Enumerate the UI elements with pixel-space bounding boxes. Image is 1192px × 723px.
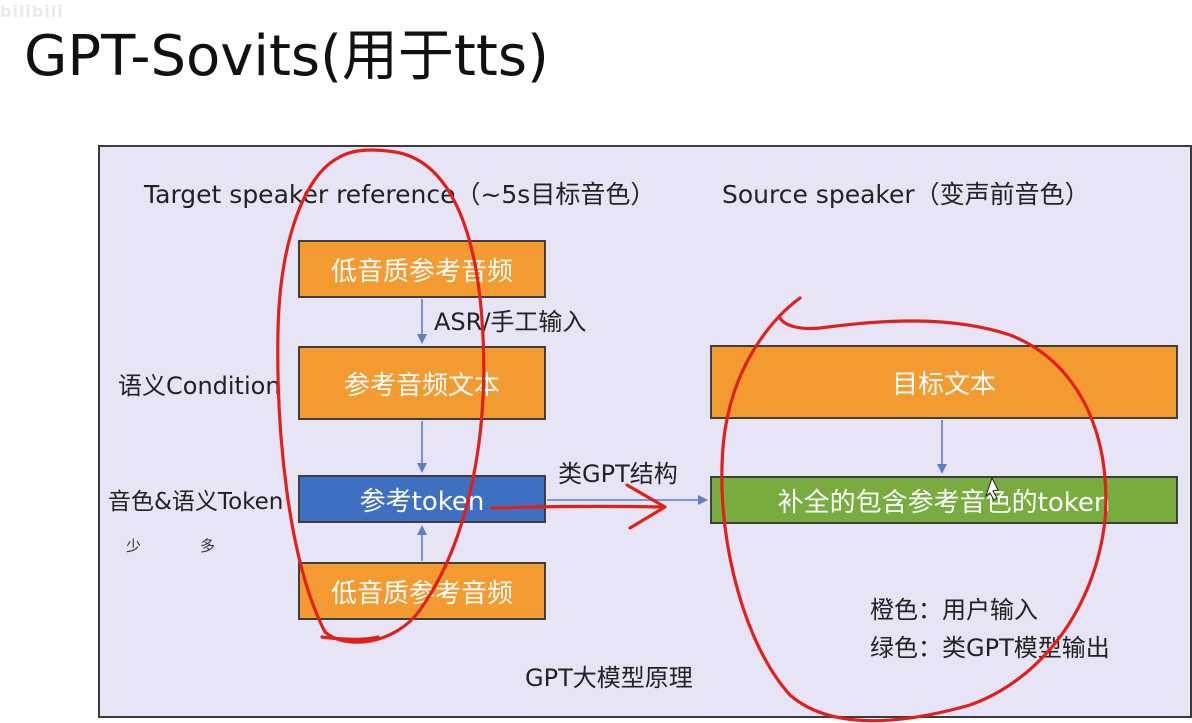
- low-quality-reference-audio-box-bottom: 低音质参考音频: [298, 562, 546, 620]
- red-circle-right: [720, 296, 1108, 723]
- less-label: 少: [126, 537, 142, 555]
- red-circle-left-tail: [320, 635, 380, 641]
- completed-token-box: 补全的包含参考音色的token: [710, 476, 1178, 524]
- legend-green: 绿色：类GPT模型输出: [870, 634, 1110, 662]
- red-circle-left: [276, 148, 486, 644]
- page-title: GPT-Sovits(用于tts): [24, 24, 549, 89]
- reference-audio-text-box: 参考音频文本: [298, 346, 546, 420]
- more-label: 多: [200, 537, 216, 555]
- source-speaker-header: Source speaker（变声前音色）: [722, 180, 1090, 209]
- timbre-semantic-token-label: 音色&语义Token: [108, 489, 284, 515]
- target-text-box: 目标文本: [710, 345, 1178, 419]
- target-speaker-header: Target speaker reference（~5s目标音色）: [144, 180, 656, 209]
- gpt-like-structure-label: 类GPT结构: [558, 460, 678, 488]
- low-quality-reference-audio-box-top: 低音质参考音频: [298, 240, 546, 298]
- diagram-footer: GPT大模型原理: [525, 664, 693, 692]
- mouse-cursor-icon: [985, 476, 999, 501]
- legend-orange: 橙色：用户输入: [870, 596, 1038, 624]
- video-watermark: bilibili: [0, 2, 64, 21]
- reference-token-box: 参考token: [298, 475, 546, 523]
- red-arrow-shaft: [490, 504, 662, 510]
- red-arrowhead: [625, 483, 667, 530]
- semantic-condition-label: 语义Condition: [118, 372, 281, 400]
- asr-manual-input-label: ASR/手工输入: [434, 308, 587, 336]
- diagram-arrows: [417, 299, 947, 561]
